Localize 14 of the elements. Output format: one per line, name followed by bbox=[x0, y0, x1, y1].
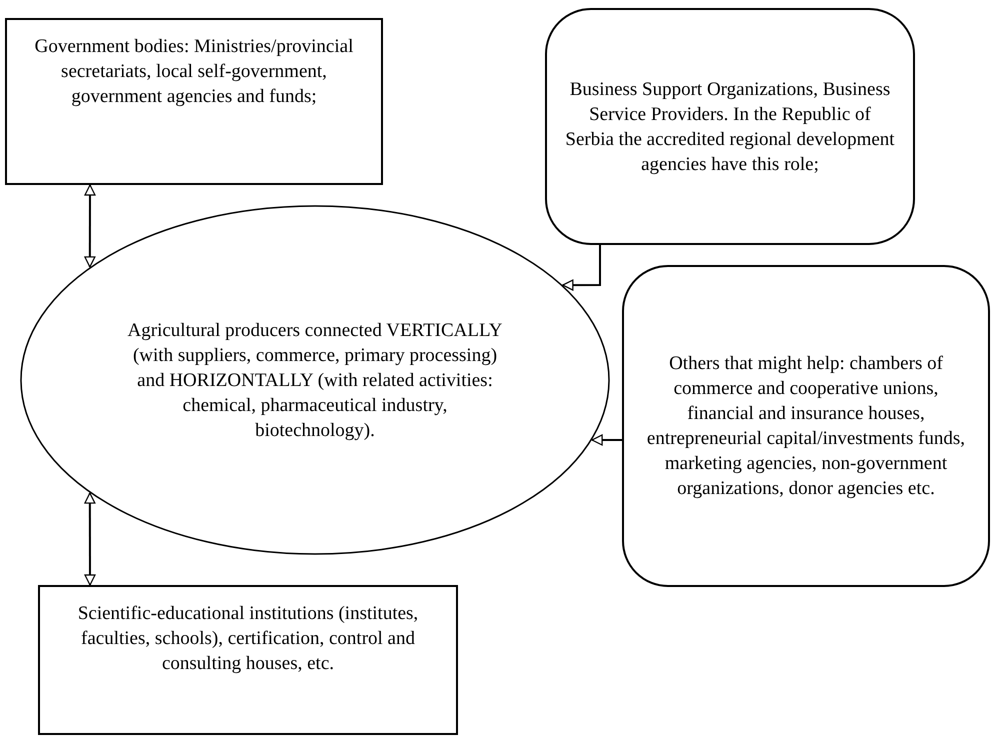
text-box bbox=[5, 18, 383, 185]
node-text: Government bodies: Ministries/provincial secretariats, local self-government, government agencies and funds; bbox=[34, 35, 354, 109]
node-text: Business Support Organizations, Business Service Providers. In the Republic of Serbia the accredited regional development agencies have this role; bbox=[565, 78, 895, 176]
node-text: Scientific-educational institutions (institutes, faculties, schools), certification, control and consulting houses, etc. bbox=[76, 602, 420, 676]
arrow bbox=[562, 245, 601, 291]
ellipse-node bbox=[20, 205, 610, 555]
text-box bbox=[38, 585, 458, 735]
node-text: Agricultural producers connected VERTICALLY (with suppliers, commerce, primary processing) and HORIZONTALLY (with related activities: chemical, pharmaceutical industry, biotechnology). bbox=[126, 318, 504, 442]
double-arrow bbox=[84, 184, 96, 268]
double-arrow bbox=[84, 492, 96, 586]
arrow bbox=[592, 434, 622, 446]
rounded-box bbox=[545, 8, 915, 245]
rounded-box bbox=[622, 265, 990, 587]
node-text: Others that might help: chambers of commerce and cooperative unions, financial and insurance houses, entrepreneurial capital/investments funds, marketing agencies, non-government organizations, donor agencies etc. bbox=[646, 352, 966, 501]
